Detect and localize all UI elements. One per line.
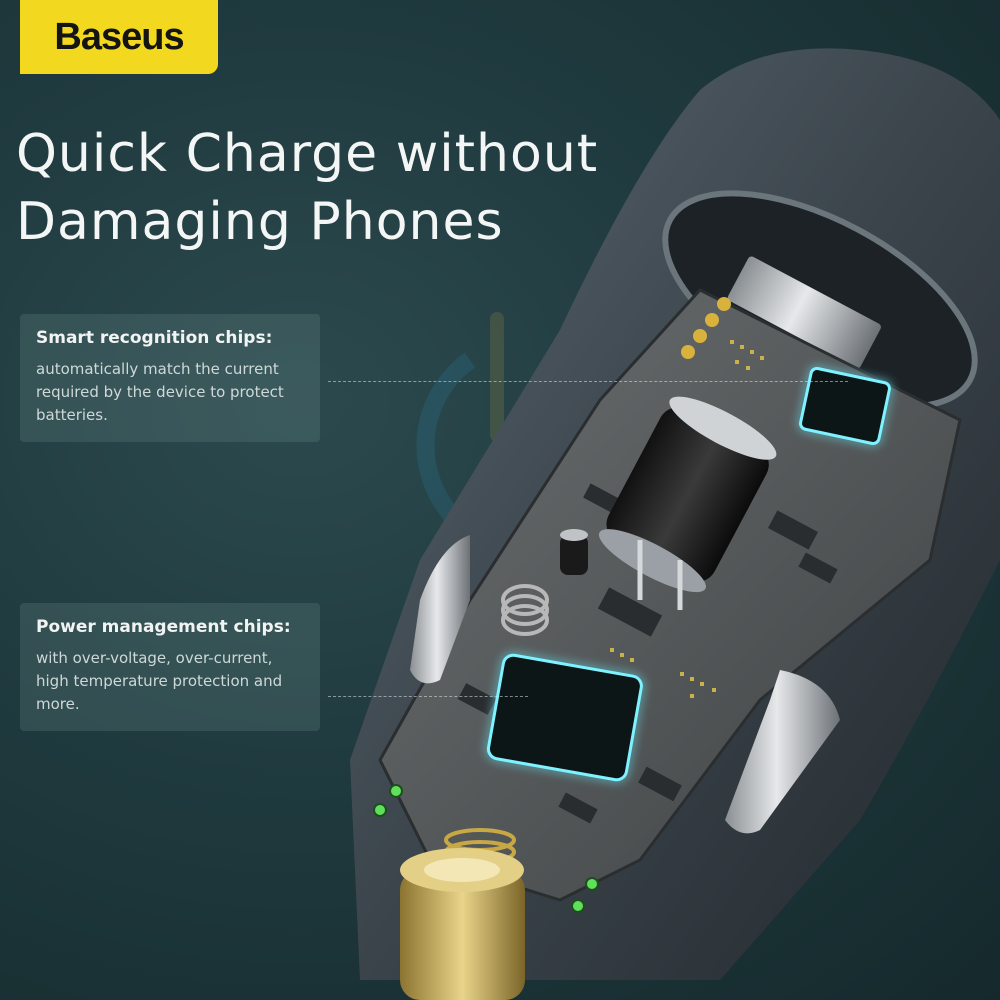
- small-capacitor: [560, 529, 588, 575]
- callout-line: batteries.: [36, 406, 108, 424]
- callout-line: with over-voltage, over-current,: [36, 649, 273, 667]
- pcb-components: [610, 340, 764, 698]
- usb-port: [727, 256, 881, 369]
- callout-description: with over-voltage, over-current, high te…: [36, 647, 304, 716]
- callout-title: Power management chips:: [36, 617, 291, 637]
- capacitor: [598, 396, 777, 593]
- callout-smart-recognition: Smart recognition chips: automatically m…: [20, 314, 320, 442]
- callout-leader-line-2: [328, 696, 528, 697]
- side-contact-clip-left: [410, 535, 470, 684]
- callout-line: high temperature protection and: [36, 672, 283, 690]
- gold-contacts: [681, 297, 731, 359]
- callout-line: more.: [36, 695, 80, 713]
- green-led-indicators: [373, 784, 599, 913]
- charger-tip: [400, 848, 525, 1000]
- brand-logo-badge: Baseus: [20, 0, 218, 74]
- headline-line-2: Damaging Phones: [16, 192, 504, 252]
- callout-description: automatically match the current required…: [36, 358, 304, 427]
- power-management-chip: [486, 653, 643, 782]
- smart-recognition-chip: [799, 366, 891, 446]
- callout-title: Smart recognition chips:: [36, 328, 273, 348]
- callout-power-management: Power management chips: with over-voltag…: [20, 603, 320, 731]
- callout-leader-line-1: [328, 381, 848, 382]
- callout-line: automatically match the current: [36, 360, 279, 378]
- callout-line: required by the device to protect: [36, 383, 284, 401]
- capacitor-leads: [637, 540, 683, 610]
- inductor-coil: [501, 584, 549, 636]
- side-contact-clip-right: [725, 670, 840, 834]
- headline: Quick Charge without Damaging Phones: [16, 120, 598, 256]
- headline-line-1: Quick Charge without: [16, 124, 599, 184]
- brand-logo-text: Baseus: [54, 15, 184, 58]
